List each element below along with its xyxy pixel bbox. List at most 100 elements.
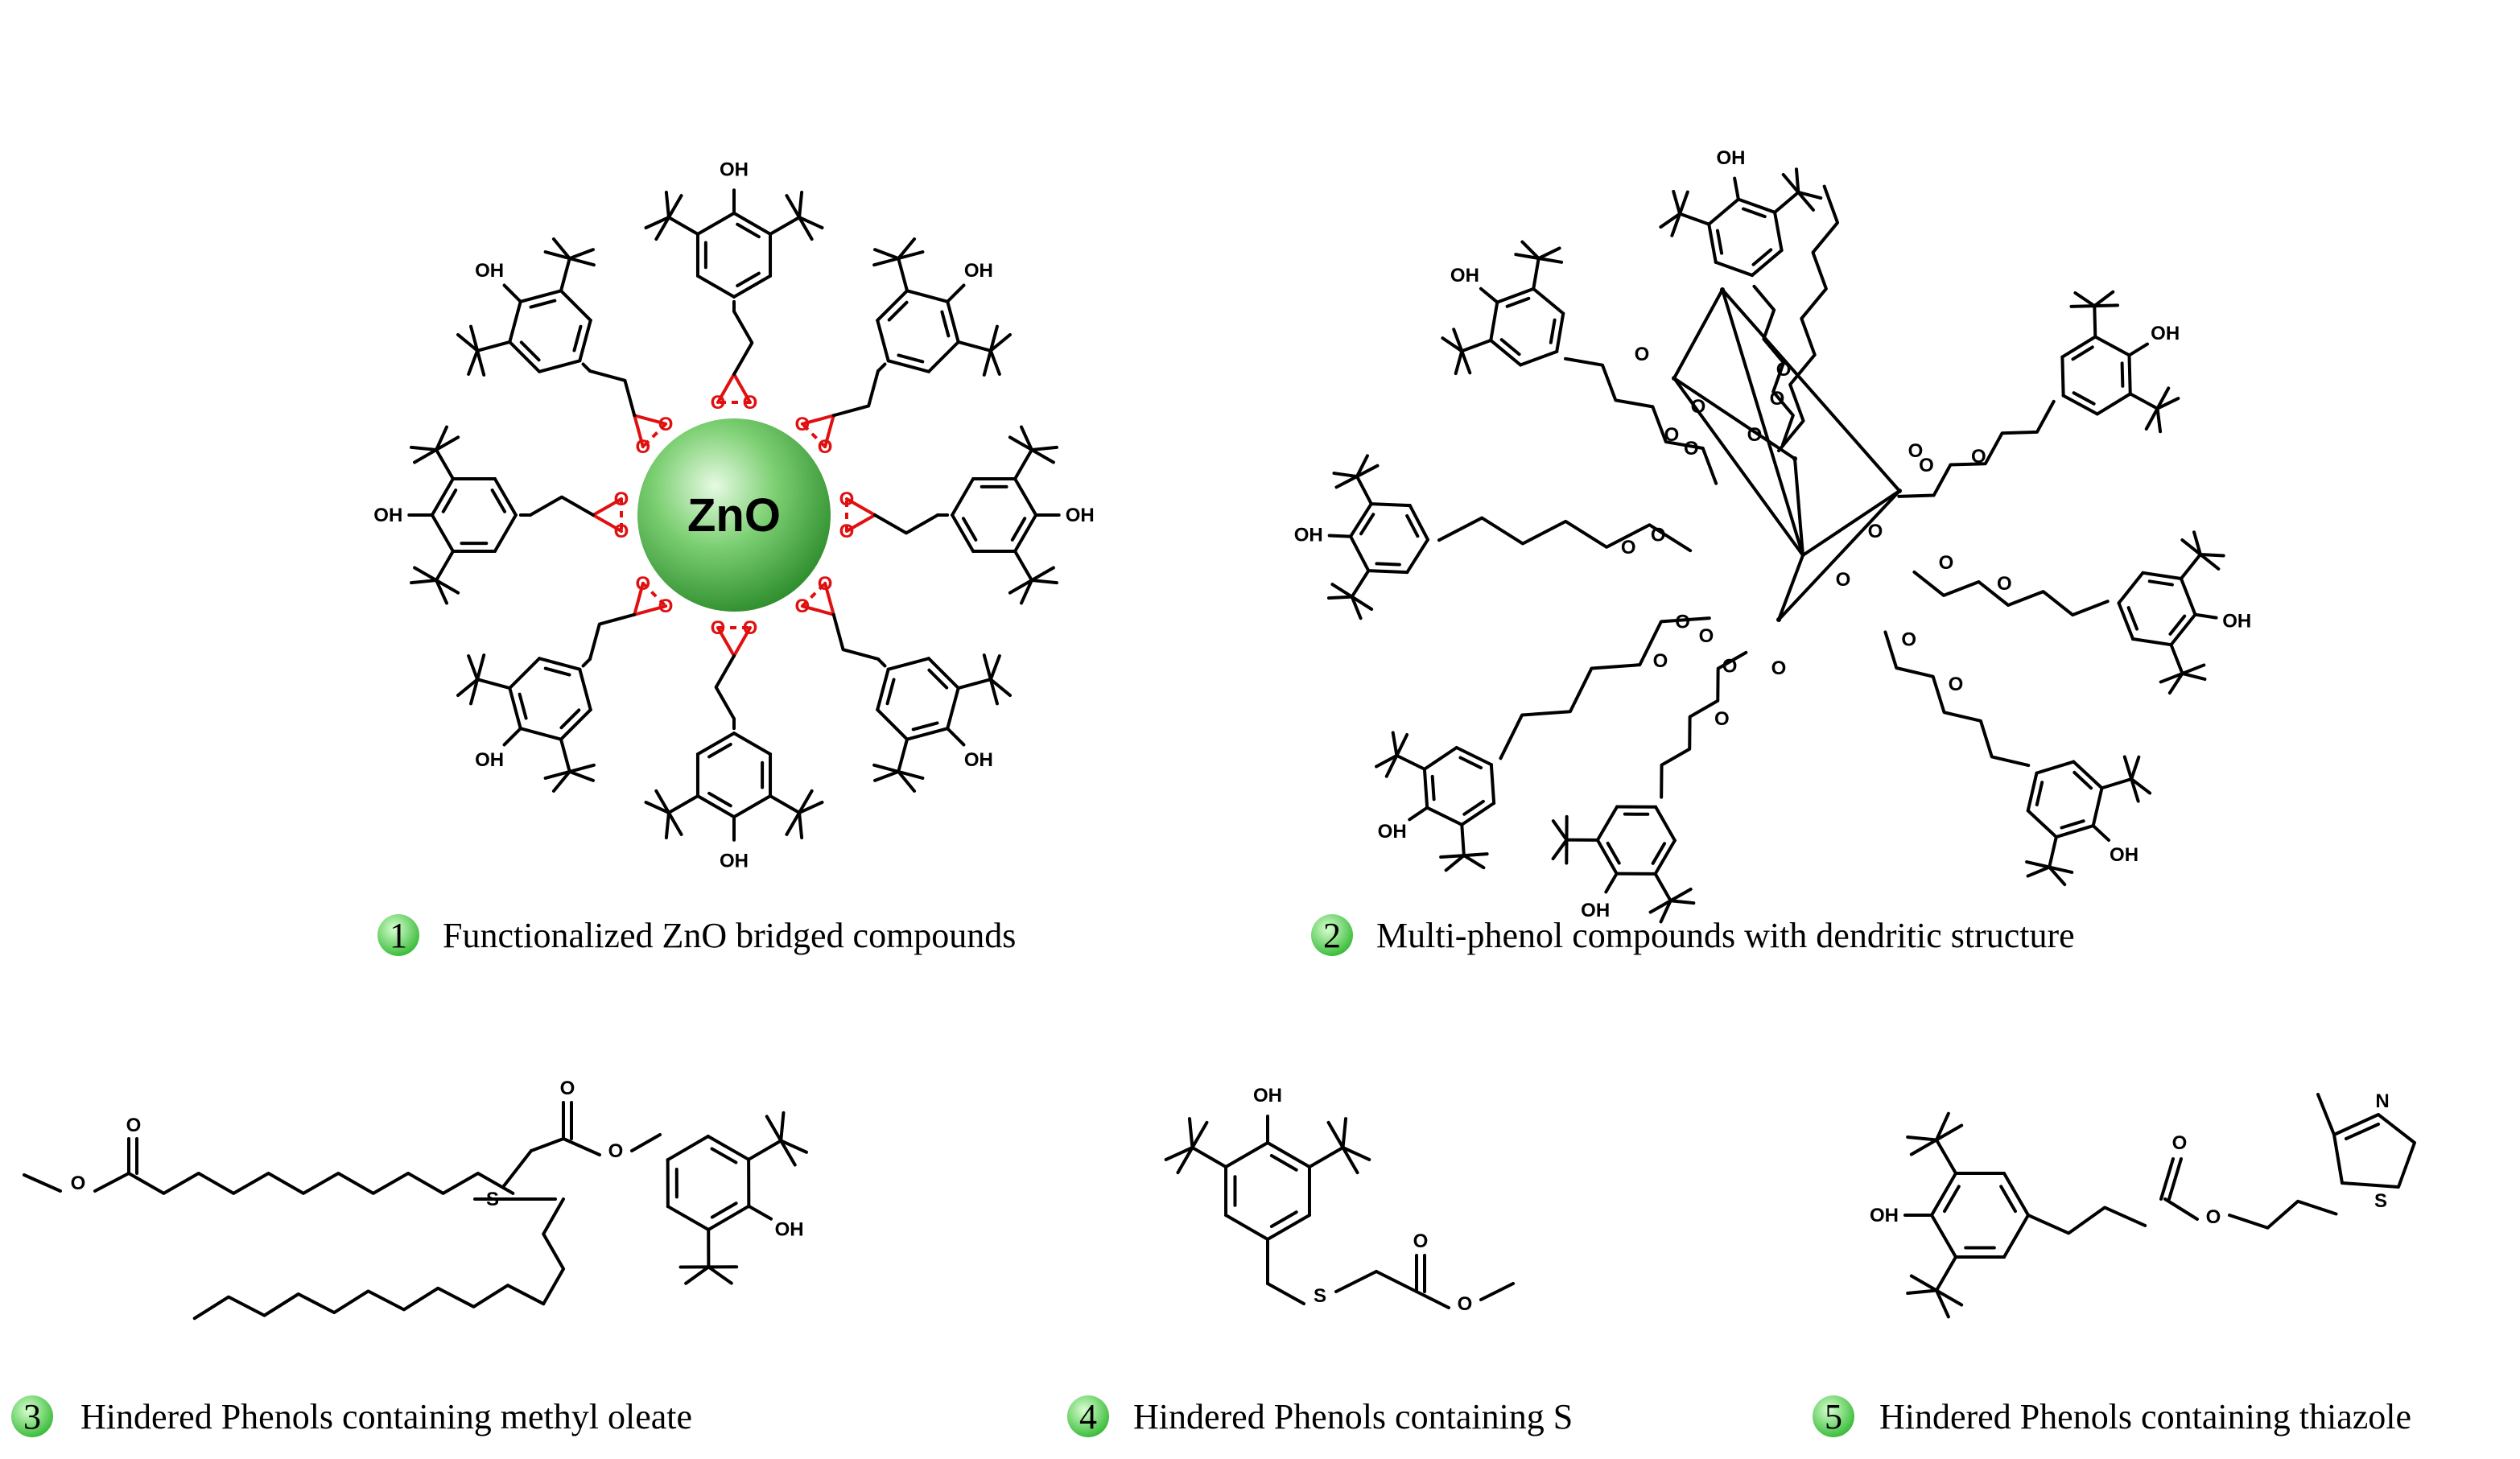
caption-number: 3 (23, 1397, 41, 1436)
atom-label: S (2374, 1190, 2387, 1212)
caption-text: Multi-phenol compounds with dendritic st… (1376, 916, 2075, 955)
bond (1015, 551, 1032, 580)
bond (1553, 821, 1567, 840)
bond (574, 327, 580, 351)
zno-label: ZnO (687, 489, 781, 542)
bond (2075, 293, 2094, 306)
bond (1371, 504, 1410, 505)
bond (520, 694, 526, 719)
bond (770, 217, 799, 234)
bond (1680, 192, 1688, 214)
bond (1343, 1119, 1346, 1148)
bond (2094, 305, 2118, 306)
bond (1192, 1123, 1206, 1148)
caption-4: 4 Hindered Phenols containing S (1067, 1395, 1573, 1437)
atom-label: OH (2222, 611, 2251, 633)
bond (668, 1136, 708, 1160)
bond (1329, 1123, 1343, 1148)
bond (770, 796, 799, 813)
caption-text: Hindered Phenols containing methyl oleat… (80, 1397, 692, 1436)
atom-label: O (1997, 573, 2012, 595)
atom-label: O (1901, 629, 1916, 651)
bond (1606, 874, 1616, 892)
bond (546, 669, 570, 675)
bond (1427, 808, 1462, 825)
bond (561, 291, 591, 320)
bond (767, 1116, 782, 1140)
atom-label: O (1458, 1293, 1473, 1315)
hindered-phenol-ring: OH (1166, 1085, 1370, 1239)
thiazole-ring: NS (2318, 1090, 2415, 1212)
bond (1775, 192, 1798, 212)
bond (708, 1267, 731, 1283)
bond (1734, 179, 1738, 200)
hindered-phenol-ring: OH (2027, 756, 2150, 884)
bond (1190, 1119, 1192, 1148)
bond (521, 728, 561, 739)
atom-label: S (486, 1189, 499, 1210)
atom-label: O (795, 596, 810, 617)
atom-label: O (1699, 625, 1714, 647)
bond (1032, 450, 1054, 463)
bond (877, 710, 907, 740)
bond (1908, 1291, 1936, 1293)
caption-number: 2 (1323, 916, 1341, 955)
hindered-phenol-ring: OH (646, 159, 823, 297)
hindered-phenol-ring: OH (458, 239, 594, 375)
bond (991, 351, 1000, 374)
atom-label: O (1971, 446, 1986, 468)
atom-label: O (839, 521, 855, 542)
bond (2036, 762, 2073, 773)
atom-label: O (1675, 611, 1690, 633)
bond (1357, 476, 1371, 504)
bond-chain (875, 515, 938, 533)
bond (1015, 450, 1032, 479)
atom-label: O (711, 392, 726, 414)
hindered-phenol-ring: OH (2119, 532, 2252, 693)
bond (1656, 807, 1675, 841)
caption-5: 5 Hindered Phenols containing thiazole (1813, 1395, 2411, 1437)
atom-label: OH (1066, 505, 1095, 526)
caption-number: 5 (1825, 1397, 1842, 1436)
bond (563, 1139, 600, 1155)
bond (2181, 554, 2200, 579)
atom-label: O (743, 617, 758, 639)
bond (477, 342, 509, 351)
hindered-phenol-ring: OH (874, 655, 1010, 791)
atom-label: OH (720, 159, 749, 180)
atom-label: O (1747, 424, 1763, 446)
bond (984, 351, 991, 375)
bond (1539, 248, 1560, 258)
bond (505, 728, 521, 744)
atom-label: O (818, 436, 833, 458)
atom-label: OH (1294, 524, 1323, 546)
bond (2318, 1094, 2334, 1135)
bond (1396, 756, 1424, 769)
bond (2094, 292, 2113, 306)
bond (509, 658, 539, 688)
bond (1425, 769, 1427, 808)
hindered-phenol-ring: OH (458, 655, 594, 791)
atom-label: OH (1717, 147, 1746, 169)
bond (889, 658, 929, 669)
bond (2195, 615, 2216, 618)
bond (531, 301, 555, 307)
bond (1803, 491, 1899, 555)
bond (2143, 573, 2180, 579)
atom-label: O (818, 573, 833, 595)
bond (708, 1206, 749, 1230)
caption-3: 3 Hindered Phenols containing methyl ole… (11, 1395, 692, 1437)
atom-label: OH (1870, 1205, 1899, 1226)
bond (2064, 396, 2097, 414)
atom-label: O (743, 392, 758, 414)
bond (888, 679, 894, 703)
bond (2027, 862, 2049, 867)
atom-label: O (1691, 396, 1706, 418)
hindered-phenol-ring: OH (1376, 732, 1494, 870)
